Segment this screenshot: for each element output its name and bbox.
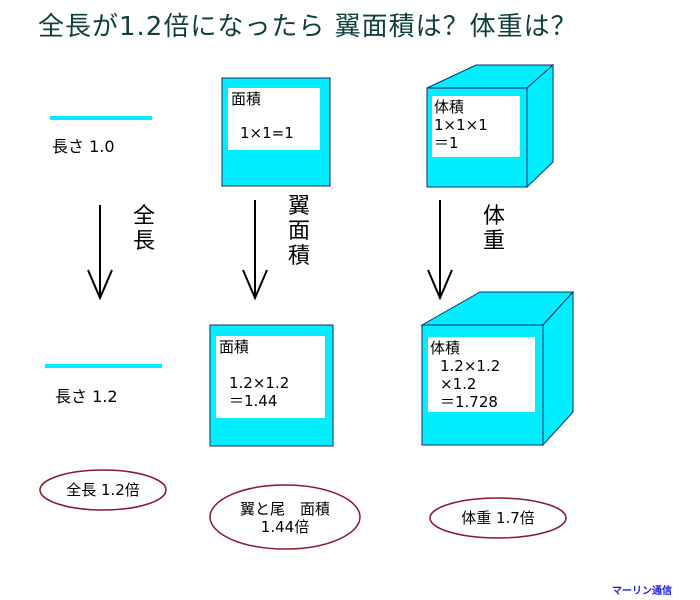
arrow-down-icon [427, 200, 453, 301]
arrow-label-length: 全長 [133, 204, 156, 254]
area-heading-after: 面積 [219, 338, 250, 356]
length-label-before: 長さ 1.0 [52, 137, 115, 156]
volume-heading-after: 体積 [430, 339, 461, 357]
result-wing-area-line1: 翼と尾 面積 [239, 500, 330, 518]
length-bar-1-2 [45, 364, 162, 368]
result-oval-length [39, 469, 167, 511]
volume-formula-before-1: 1×1×1 [434, 116, 488, 134]
page-title: 全長が1.2倍になったら 翼面積は？体重は？ [38, 12, 578, 42]
arrow-label-weight: 体重 [483, 204, 506, 254]
volume-cube-1-inner [432, 96, 520, 157]
volume-heading-before: 体積 [434, 98, 465, 116]
area-formula-before: 1×1=1 [240, 124, 294, 142]
volume-formula-after-1: 1.2×1.2 [440, 357, 501, 375]
arrow-down-icon [242, 200, 268, 301]
arrow-label-wing-area: 翼面積 [288, 194, 311, 269]
footer-credit: マーリン通信 [612, 586, 672, 597]
volume-formula-after-2: ×1.2 [440, 375, 477, 393]
volume-formula-after-3: ＝1.728 [440, 393, 498, 411]
volume-cube-2-inner [428, 337, 535, 412]
result-weight: 体重 1.7倍 [461, 509, 535, 527]
arrow-down-icon [87, 205, 113, 301]
length-bar-1-0 [50, 116, 152, 120]
area-heading-before: 面積 [231, 90, 262, 108]
volume-formula-before-2: ＝1 [434, 134, 459, 152]
length-label-after: 長さ 1.2 [55, 387, 118, 406]
result-wing-area-line2: 1.44倍 [260, 518, 310, 536]
result-length: 全長 1.2倍 [66, 481, 140, 499]
result-oval-wing-area [209, 484, 361, 550]
result-oval-weight [429, 497, 567, 539]
area-formula-after-2: ＝1.44 [229, 392, 278, 410]
area-square-1-inner [228, 88, 320, 150]
area-square-2-inner [216, 336, 325, 418]
area-formula-after-1: 1.2×1.2 [229, 374, 290, 392]
